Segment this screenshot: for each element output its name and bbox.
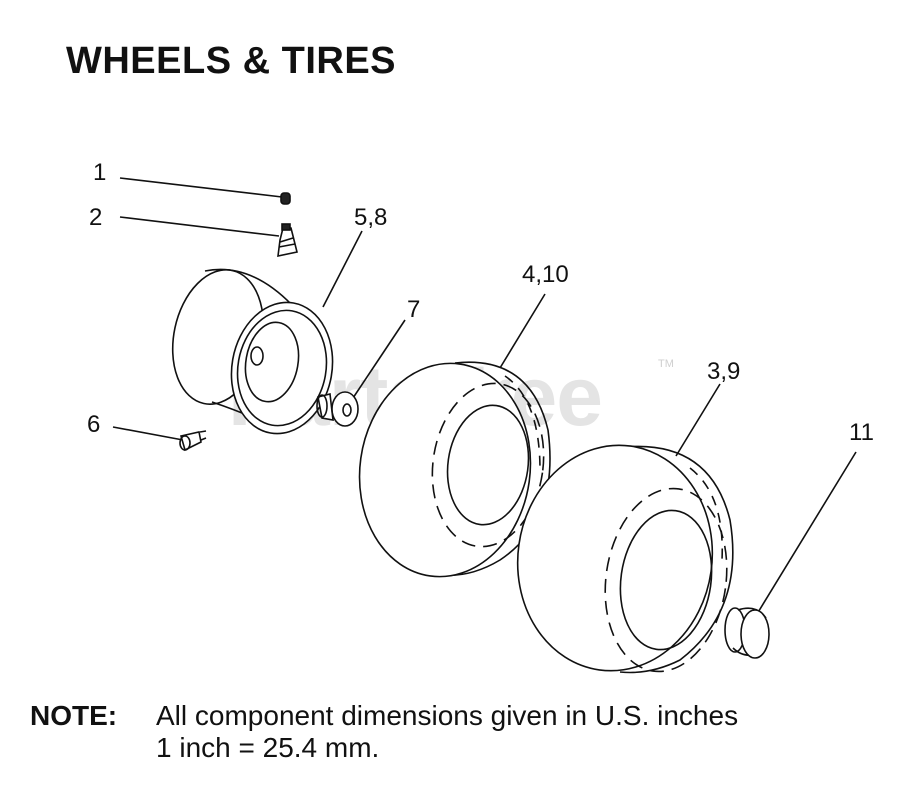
leader-line-2 — [119, 216, 280, 237]
leader-line-39 — [675, 383, 721, 457]
leader-line-410 — [499, 293, 546, 369]
valve-cap-icon — [280, 192, 291, 205]
note-label: NOTE: — [30, 700, 118, 731]
note-line-2: 1 inch = 25.4 mm. — [156, 732, 380, 763]
callout-5-8: 5,8 — [354, 204, 388, 231]
hub-cap-icon — [724, 607, 770, 659]
tire-icon-rear — [516, 444, 734, 674]
leader-lines — [112, 177, 857, 615]
valve-stem-icon — [277, 223, 298, 258]
bushing-icon — [316, 391, 359, 427]
callout-6: 6 — [87, 411, 101, 438]
tire-icon-front — [358, 361, 551, 578]
leader-line-6 — [112, 426, 184, 441]
leader-line-58 — [322, 230, 363, 308]
watermark-trademark: TM — [658, 358, 674, 370]
callout-3-9: 3,9 — [707, 358, 741, 385]
leader-line-11 — [756, 451, 857, 615]
leader-line-1 — [119, 177, 283, 198]
wheel-rim-icon — [171, 268, 334, 435]
callout-1: 1 — [93, 159, 107, 186]
leader-line-7 — [352, 319, 406, 399]
callout-2: 2 — [89, 204, 103, 231]
grease-fitting-icon — [179, 430, 207, 452]
callout-4-10: 4,10 — [522, 261, 569, 288]
note-line-1: All component dimensions given in U.S. i… — [156, 700, 739, 731]
diagram-title: WHEELS & TIRES — [66, 40, 397, 82]
callout-7: 7 — [407, 296, 421, 323]
callout-11: 11 — [849, 419, 874, 446]
